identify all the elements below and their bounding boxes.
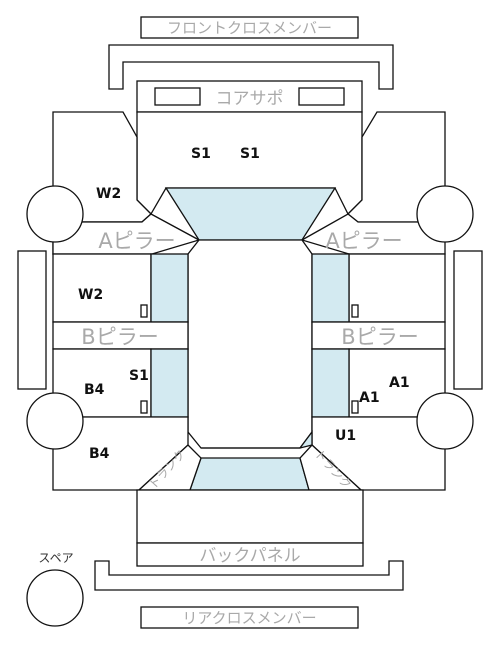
b-pillar-right[interactable] — [311, 321, 446, 350]
left-front-window[interactable] — [150, 253, 189, 323]
front-cross-member-box[interactable] — [140, 16, 359, 39]
spare-label: スペア — [38, 551, 73, 565]
windshield[interactable] — [164, 187, 337, 241]
left-rear-wheel[interactable] — [26, 392, 84, 450]
code-s1-hood-left: S1 — [191, 146, 211, 162]
right-front-door[interactable] — [348, 253, 446, 323]
core-support-right-slot — [298, 87, 345, 106]
b-pillar-right-label: Bピラー — [341, 325, 418, 349]
back-panel-label: バックパネル — [199, 546, 300, 566]
core-support-label: コアサポ — [216, 89, 284, 109]
left-front-door-handle — [140, 304, 148, 318]
b-pillar-left[interactable] — [52, 321, 189, 350]
right-rear-door-handle — [351, 400, 359, 414]
right-rear-window[interactable] — [311, 348, 350, 418]
code-u1-right-quarter: U1 — [335, 428, 356, 444]
front-cross-member-label: フロントクロスメンバー — [167, 19, 332, 37]
code-s1-left-rear-door: S1 — [129, 368, 149, 384]
back-panel[interactable] — [136, 542, 364, 567]
rear-cross-member-box[interactable] — [140, 606, 359, 629]
front-bumper-bracket[interactable] — [108, 44, 394, 90]
right-rear-wheel[interactable] — [416, 392, 474, 450]
b-pillar-left-label: Bピラー — [81, 325, 158, 349]
roof-panel[interactable] — [187, 239, 313, 449]
spare-tire[interactable] — [26, 569, 84, 627]
right-front-window[interactable] — [311, 253, 350, 323]
code-w2-left-fender: W2 — [96, 186, 121, 202]
code-s1-hood-right: S1 — [240, 146, 260, 162]
core-support-left-slot — [154, 87, 201, 106]
code-b4-left-quarter: B4 — [89, 446, 110, 462]
left-front-door[interactable] — [52, 253, 152, 323]
left-front-wheel[interactable] — [26, 185, 84, 243]
rear-cross-member-label: リアクロスメンバー — [182, 609, 316, 627]
code-a1-right-rear-handle: A1 — [359, 390, 380, 406]
left-rear-window[interactable] — [150, 348, 189, 418]
rear-window-top — [201, 430, 313, 449]
left-rear-door-handle — [140, 400, 148, 414]
right-side-sill[interactable] — [453, 250, 483, 390]
left-side-sill[interactable] — [17, 250, 47, 390]
a-pillar-right-label: Aピラー — [325, 229, 402, 253]
right-front-door-handle — [351, 304, 359, 318]
code-w2-left-front-door: W2 — [78, 287, 103, 303]
trunk-lid[interactable] — [136, 489, 364, 544]
a-pillar-left-label: Aピラー — [98, 229, 175, 253]
code-b4-left-rear-door: B4 — [84, 382, 105, 398]
right-front-wheel[interactable] — [416, 185, 474, 243]
rear-window[interactable] — [189, 457, 310, 491]
code-a1-right-rear-door: A1 — [389, 375, 410, 391]
rear-bumper-bracket[interactable] — [94, 560, 404, 591]
